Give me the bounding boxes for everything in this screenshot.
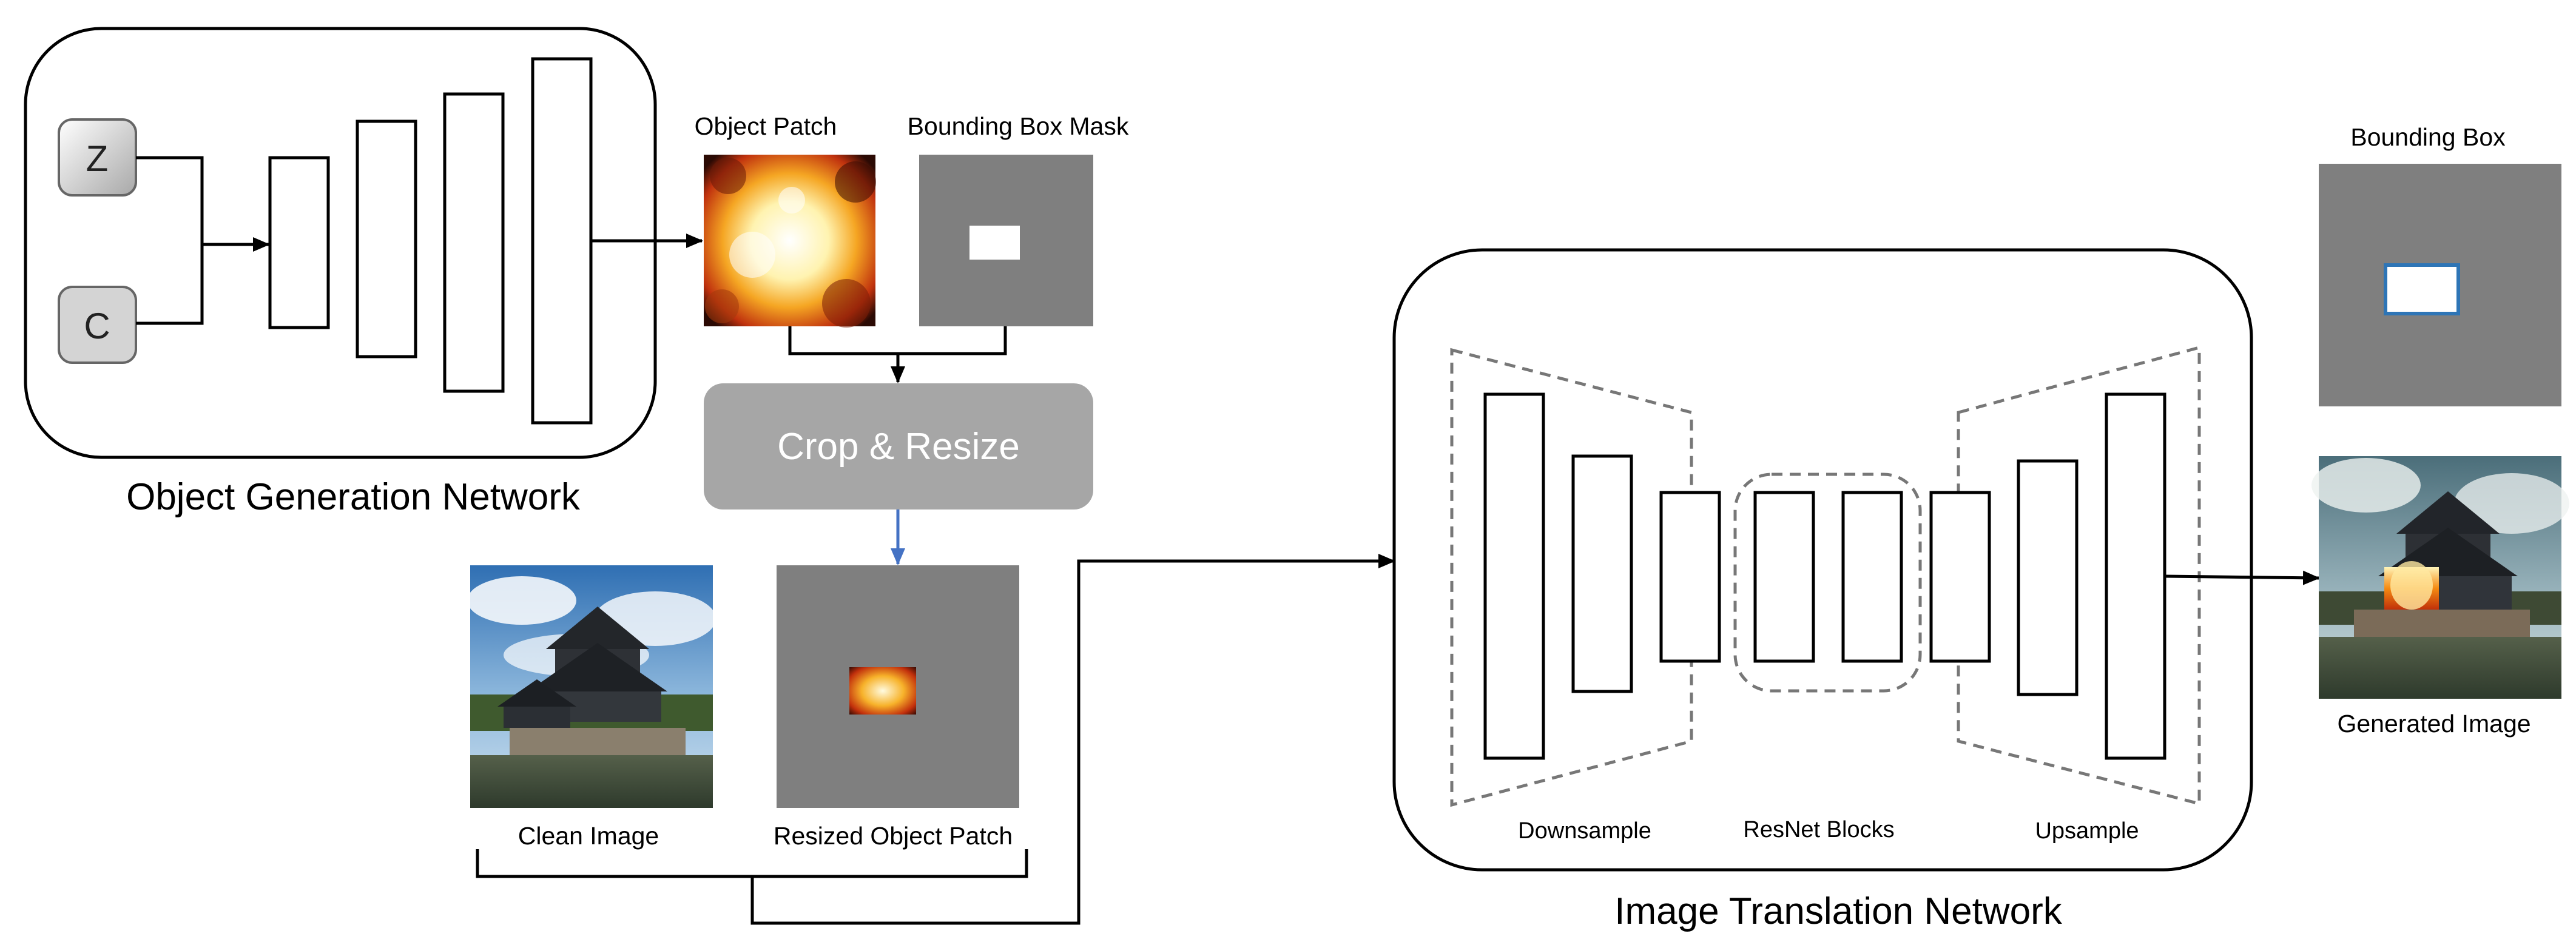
input-merge-connector	[136, 156, 270, 325]
patch-mask-connector	[788, 326, 1007, 383]
bounding-box-mask-label: Bounding Box Mask	[908, 112, 1129, 140]
downsample-layer-2	[1571, 454, 1633, 693]
resnet-block-1	[1753, 491, 1815, 663]
generated-image-label: Generated Image	[2337, 710, 2530, 738]
resnet-block-2	[1841, 491, 1903, 663]
bounding-box-mask-box	[969, 226, 1020, 260]
crop-resize-label: Crop & Resize	[777, 426, 1020, 468]
upsample-label: Upsample	[2035, 818, 2139, 844]
inputs-bracket-connector	[476, 554, 1395, 925]
upsample-layer-1	[1929, 491, 1991, 663]
image-translation-network: Downsample ResNet Blocks Upsample Image …	[1392, 248, 2253, 932]
bounding-box-mask: Bounding Box Mask	[908, 112, 1129, 326]
downsample-label: Downsample	[1518, 818, 1651, 844]
clean-image	[467, 565, 716, 808]
resnet-group	[1733, 472, 1922, 693]
input-c-label: C	[84, 306, 110, 346]
object-patch-label: Object Patch	[695, 112, 837, 140]
generator-layer-1	[268, 156, 330, 329]
downsample-layer-1	[1483, 392, 1545, 760]
translation-output-arrow	[2164, 570, 2320, 585]
bounding-box: Bounding Box	[2319, 123, 2561, 406]
bounding-box-outline	[2384, 263, 2460, 315]
input-z-label: Z	[86, 138, 109, 179]
generator-layer-4	[531, 57, 593, 425]
downsample-layer-3	[1659, 491, 1721, 663]
input-z-key: Z	[58, 118, 137, 197]
object-patch: Object Patch	[695, 112, 876, 328]
generator-layer-2	[356, 119, 417, 358]
generator-layer-3	[443, 92, 505, 393]
object-generation-title: Object Generation Network	[126, 476, 581, 518]
bounding-box-label: Bounding Box	[2350, 123, 2506, 151]
resized-object-patch-label: Resized Object Patch	[774, 822, 1013, 850]
object-generation-network: Z C Object Generation Network	[24, 27, 703, 518]
input-c-key: C	[58, 286, 137, 364]
generated-image	[2311, 456, 2569, 699]
object-patch-texture	[705, 158, 876, 328]
resized-object-patch	[777, 565, 1019, 808]
image-translation-frame	[1392, 248, 2253, 872]
resnet-label: ResNet Blocks	[1743, 817, 1894, 842]
upsample-layer-3	[2105, 392, 2166, 760]
downsample-trapezoid	[1450, 348, 1693, 807]
clean-image-label: Clean Image	[518, 822, 659, 850]
crop-resize-block: Crop & Resize	[704, 383, 1093, 509]
image-translation-title: Image Translation Network	[1614, 890, 2062, 932]
upsample-layer-2	[2017, 459, 2079, 696]
